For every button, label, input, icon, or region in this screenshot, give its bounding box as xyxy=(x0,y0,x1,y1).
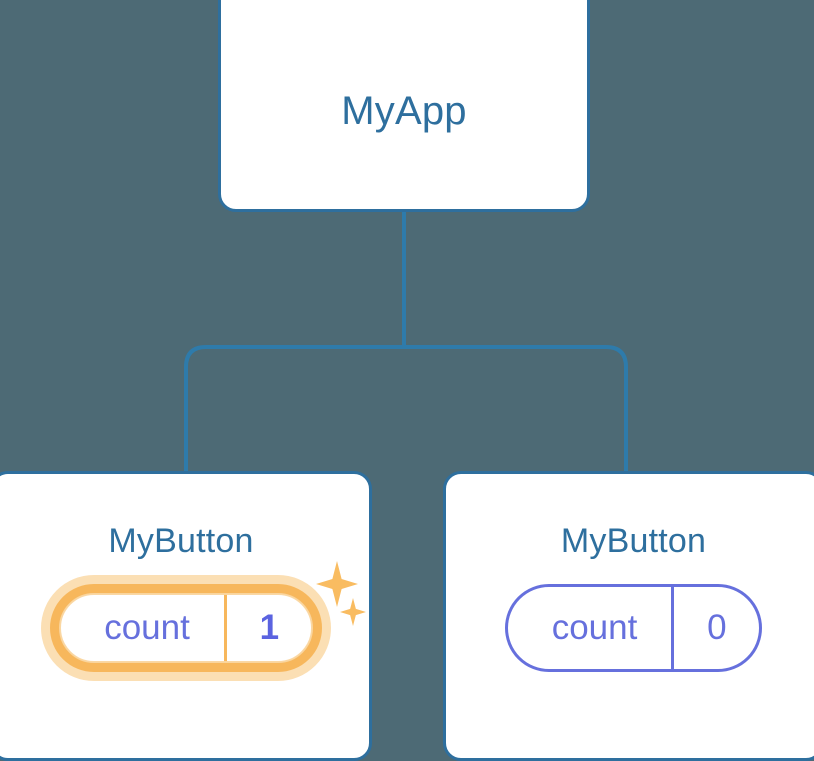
prop-value-label: 1 xyxy=(223,594,312,662)
prop-pill-container: count 1 xyxy=(3,584,369,672)
prop-pill-container: count 0 xyxy=(446,584,814,672)
prop-value-label: 0 xyxy=(671,587,759,669)
component-card-mybutton-left[interactable]: MyButton count 1 xyxy=(0,471,372,761)
prop-pill-count[interactable]: count 1 xyxy=(50,584,322,672)
component-title: MyButton xyxy=(108,522,254,560)
component-title: MyApp xyxy=(341,89,467,133)
prop-pill-count[interactable]: count 0 xyxy=(504,584,763,672)
prop-key-label: count xyxy=(551,608,638,647)
component-card-mybutton-right[interactable]: MyButton count 0 xyxy=(443,471,814,761)
connector-branch-bus xyxy=(184,345,628,471)
component-card-myapp[interactable]: MyApp xyxy=(218,0,590,212)
component-title: MyButton xyxy=(560,522,707,560)
prop-key-label: count xyxy=(104,608,190,647)
